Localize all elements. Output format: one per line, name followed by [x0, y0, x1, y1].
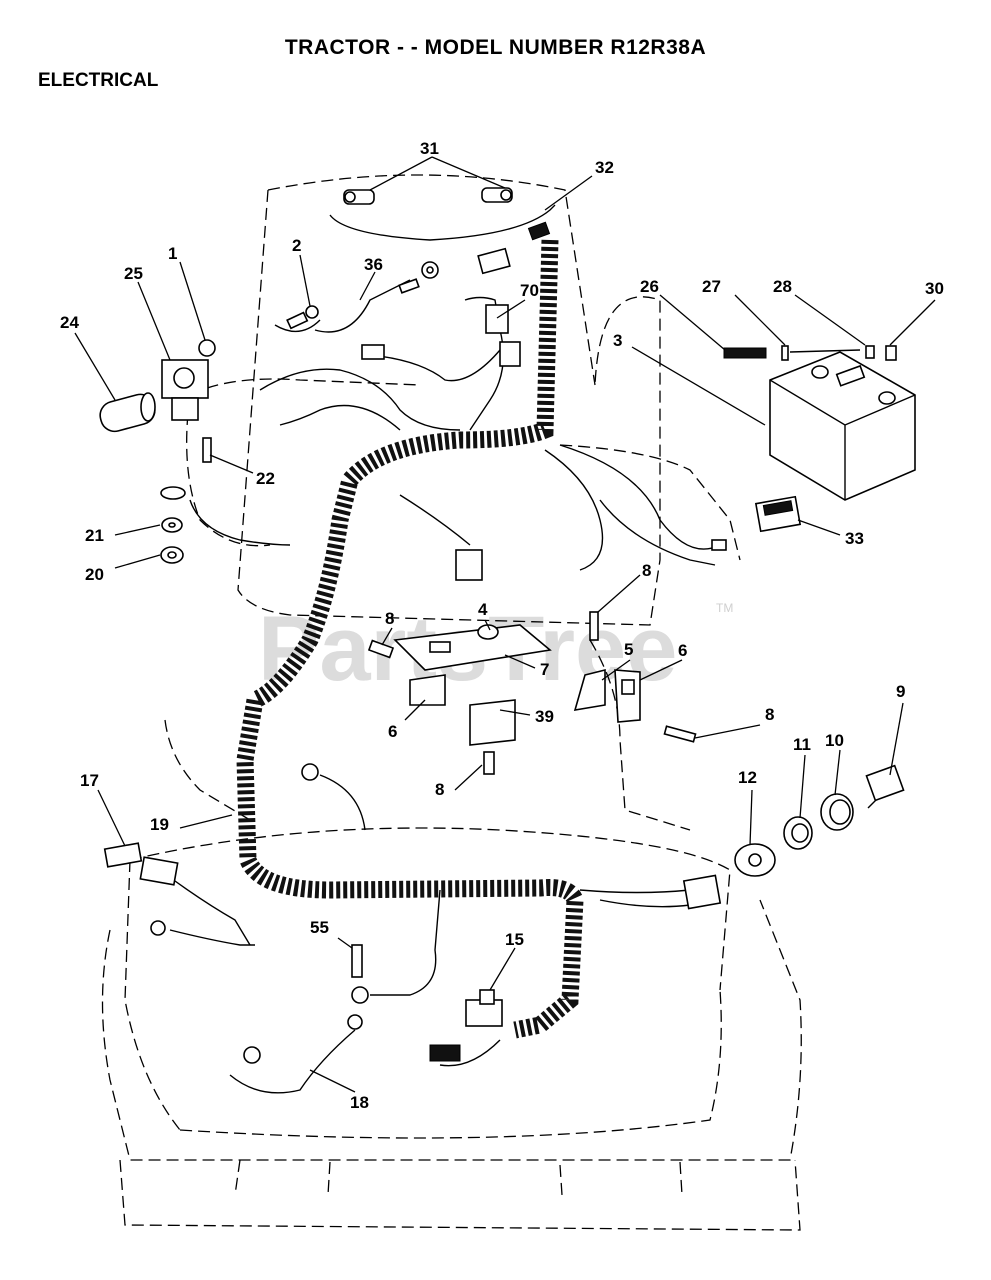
battery-hardware: [723, 345, 897, 361]
bolt-upper: [589, 611, 599, 641]
callout-8-lower: 8: [435, 780, 444, 799]
diagram-title: TRACTOR - - MODEL NUMBER R12R38A: [284, 36, 707, 59]
bolt-lower: [483, 751, 495, 775]
callout-27: 27: [702, 277, 721, 296]
headlight-bulb-left: [343, 189, 375, 205]
callout-18: 18: [350, 1093, 369, 1112]
callout-30: 30: [925, 279, 944, 298]
callout-19: 19: [150, 815, 169, 834]
seat-switch: [429, 989, 503, 1062]
screw: [202, 437, 212, 463]
callout-12: 12: [738, 768, 757, 787]
fuse-holder: [139, 856, 179, 886]
ground-screw: [351, 944, 363, 978]
callout-36: 36: [364, 255, 383, 274]
headlight-bulb-right: [481, 187, 513, 203]
switch-nut: [820, 793, 854, 831]
callout-7: 7: [540, 660, 549, 679]
bolt-right: [663, 725, 697, 743]
callout-11: 11: [793, 735, 811, 754]
ground-ring-lower: [243, 1046, 261, 1064]
ring-terminal-left: [150, 920, 166, 936]
ground-ring-upper: [351, 986, 369, 1004]
callout-32: 32: [595, 158, 614, 177]
callout-5: 5: [624, 640, 633, 659]
section-title: ELECTRICAL: [38, 70, 159, 91]
callout-70: 70: [520, 281, 539, 300]
callout-33: 33: [845, 529, 864, 548]
battery: [769, 351, 916, 501]
ignition-key-cap: [99, 392, 156, 433]
callout-22: 22: [256, 469, 275, 488]
harness-connector-right: [682, 874, 722, 910]
callout-8-right: 8: [765, 705, 774, 724]
nut: [198, 339, 216, 357]
callout-31: 31: [420, 139, 439, 158]
connector-plug: [361, 344, 385, 360]
parts: [99, 187, 916, 1064]
callout-24: 24: [60, 313, 79, 332]
lock-ring: [783, 816, 813, 850]
tractor-outline: [101, 174, 802, 1231]
terminal-tab-right: [711, 539, 727, 551]
callout-20: 20: [85, 565, 104, 584]
callout-28: 28: [773, 277, 792, 296]
callout-2: 2: [292, 236, 301, 255]
callout-6-right: 6: [678, 641, 687, 660]
callout-6-left: 6: [388, 722, 397, 741]
ignition-switch: [161, 359, 209, 421]
callout-9: 9: [896, 682, 905, 701]
fuse: [103, 842, 143, 868]
relay-connector: [485, 304, 509, 334]
callout-21: 21: [85, 526, 104, 545]
ring-terminal-top: [301, 763, 319, 781]
callout-1: 1: [168, 244, 177, 263]
callout-15: 15: [505, 930, 524, 949]
callout-4: 4: [478, 600, 488, 619]
callout-8-left: 8: [385, 609, 394, 628]
harness-plug-center: [455, 549, 483, 581]
callout-8-upper: 8: [642, 561, 651, 580]
callout-26: 26: [640, 277, 659, 296]
callout-10: 10: [825, 731, 844, 750]
lamp-connector: [527, 221, 551, 241]
washer-lockwasher: [160, 486, 186, 564]
callout-3: 3: [613, 331, 622, 350]
ignition-key: [865, 764, 905, 809]
watermark-tm: TM: [716, 601, 733, 615]
ground-cable: [286, 261, 439, 330]
ignition-switch-assembly: [734, 843, 776, 877]
coiled-harness: [236, 239, 584, 1039]
callout-55: 55: [310, 918, 329, 937]
callout-labels: 31 32 2 36 25 1 24 26 27 28 30 70 3 22 2…: [60, 139, 944, 1112]
switch-brackets: [573, 668, 641, 723]
leader-lines: [74, 156, 936, 1093]
harness-connector-top: [477, 247, 511, 275]
rocker-switch: [754, 495, 802, 533]
callout-39: 39: [535, 707, 554, 726]
callout-25: 25: [124, 264, 143, 283]
ground-ring-middle: [347, 1014, 363, 1030]
callout-17: 17: [80, 771, 99, 790]
relay-plug: [499, 341, 521, 367]
